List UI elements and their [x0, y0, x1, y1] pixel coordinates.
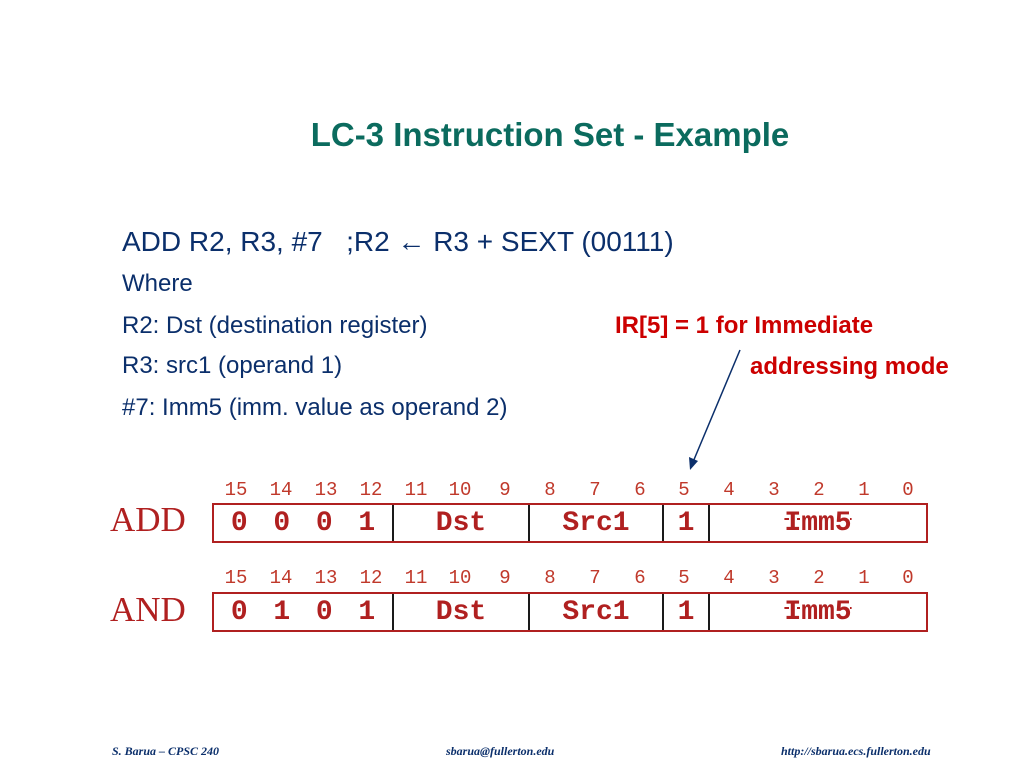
bit-number: 4	[723, 567, 735, 589]
footer-author: S. Barua – CPSC 240	[112, 744, 220, 758]
opcode-bit: 1	[273, 596, 291, 628]
opcode-bit: 0	[230, 507, 248, 539]
bit-number: 12	[359, 567, 383, 589]
bit-number: 0	[902, 567, 914, 589]
imm-flag-field: 1	[662, 505, 708, 541]
footer-email: sbarua@fullerton.edu	[446, 744, 555, 758]
bit-number: 13	[314, 567, 338, 589]
where-label: Where	[122, 270, 193, 297]
bit-number: 7	[589, 479, 601, 501]
src1-field: Src1	[528, 505, 662, 541]
and-instruction-format: 0 1 0 1 Dst Src1 1 Imm5	[212, 592, 928, 632]
opcode-bit: 1	[358, 596, 376, 628]
bit-index-row-and: 15 14 13 12 11 10 9 8 7 6 5 4 3 2 1 0	[212, 567, 930, 589]
bit-number: 14	[269, 567, 293, 589]
opcode-bit: 0	[273, 507, 291, 539]
immediate-note-line2: addressing mode	[750, 353, 949, 380]
bit-number: 0	[902, 479, 914, 501]
bit-number: 2	[813, 479, 825, 501]
immediate-note-line1: IR[5] = 1 for Immediate	[615, 312, 874, 339]
opcode-bit: 1	[358, 507, 376, 539]
bit-number: 4	[723, 479, 735, 501]
bit-number: 15	[224, 567, 248, 589]
slide-title: LC-3 Instruction Set - Example	[310, 116, 790, 153]
bit-number: 3	[768, 479, 780, 501]
bit-number: 15	[224, 479, 248, 501]
opcode-bit: 0	[315, 596, 333, 628]
bit-number: 3	[768, 567, 780, 589]
bit-number: 5	[678, 479, 690, 501]
bit-number: 8	[544, 567, 556, 589]
bit-number: 9	[499, 567, 511, 589]
bit-number: 8	[544, 479, 556, 501]
bit-number: 10	[448, 567, 472, 589]
bit-number: 12	[359, 479, 383, 501]
opcode-bit: 0	[230, 596, 248, 628]
opcode-field: 0 1 0 1	[214, 594, 392, 630]
dst-field: Dst	[392, 594, 528, 630]
opcode-bit: 0	[315, 507, 333, 539]
dst-description: R2: Dst (destination register)	[122, 312, 428, 339]
src1-description: R3: src1 (operand 1)	[122, 352, 343, 379]
bit-number: 5	[678, 567, 690, 589]
bit-number: 6	[634, 567, 646, 589]
bit-number: 10	[448, 479, 472, 501]
bit-number: 11	[404, 567, 428, 589]
instruction-example: ADD R2, R3, #7 ;R2 ← R3 + SEXT (00111)	[122, 226, 674, 257]
bit-number: 14	[269, 479, 293, 501]
bit-number: 1	[858, 567, 870, 589]
bit-number: 2	[813, 567, 825, 589]
bit-number: 7	[589, 567, 601, 589]
bit-number: 6	[634, 479, 646, 501]
footer-url: http://sbarua.ecs.fullerton.edu	[781, 744, 931, 758]
bit-index-row-add: 15 14 13 12 11 10 9 8 7 6 5 4 3 2 1 0	[212, 479, 930, 501]
and-label: AND	[110, 590, 186, 629]
add-instruction-format: 0 0 0 1 Dst Src1 1 Imm5	[212, 503, 928, 543]
bit-number: 9	[499, 479, 511, 501]
opcode-field: 0 0 0 1	[214, 505, 392, 541]
bit-number: 1	[858, 479, 870, 501]
dst-field: Dst	[392, 505, 528, 541]
imm5-label: Imm5	[784, 596, 852, 628]
imm5-label: Imm5	[784, 507, 852, 539]
src1-field: Src1	[528, 594, 662, 630]
bit-number: 13	[314, 479, 338, 501]
bit-number: 11	[404, 479, 428, 501]
imm5-description: #7: Imm5 (imm. value as operand 2)	[122, 394, 508, 421]
imm5-field: Imm5	[708, 594, 926, 630]
imm-flag-field: 1	[662, 594, 708, 630]
imm5-field: Imm5	[708, 505, 926, 541]
add-label: ADD	[110, 500, 186, 539]
